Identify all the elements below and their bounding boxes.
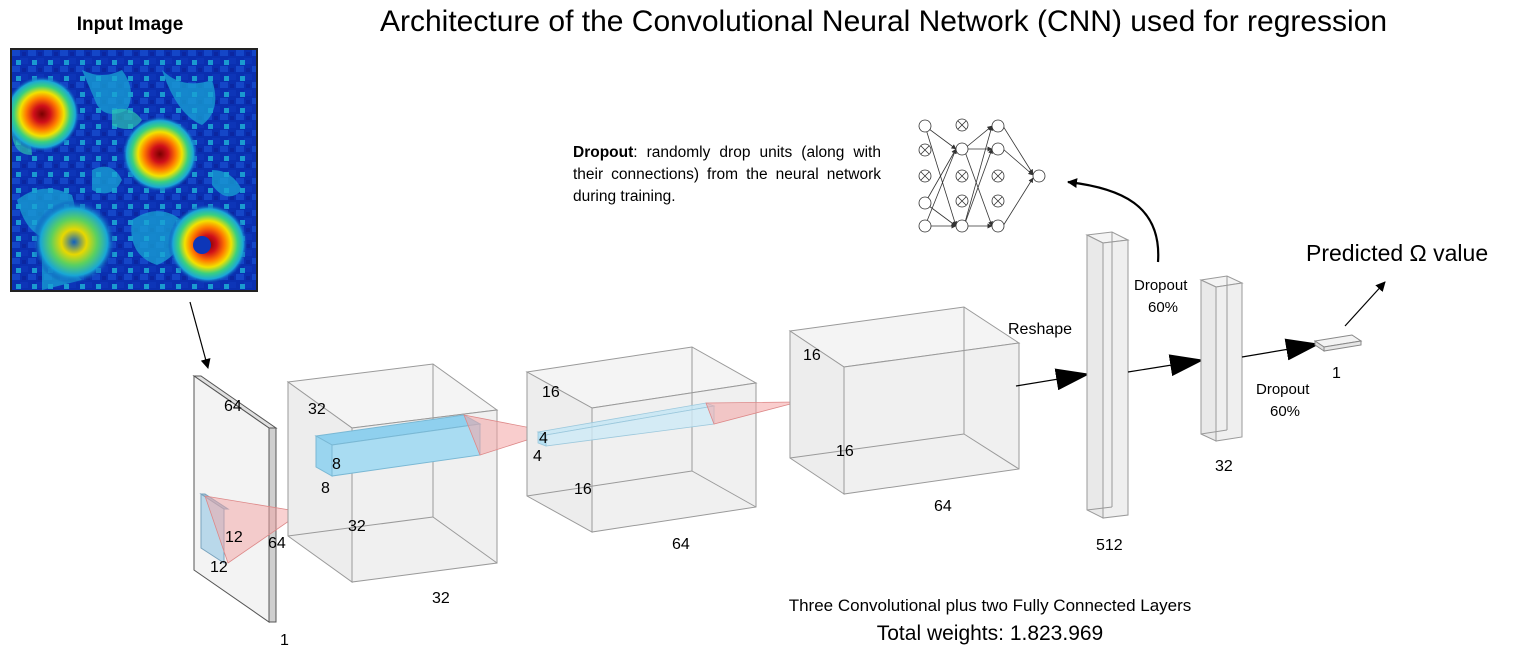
receptive-field-3 <box>705 401 799 425</box>
conv2-depth-label: 64 <box>672 536 690 553</box>
architecture-summary: Three Convolutional plus two Fully Conne… <box>788 596 1192 615</box>
fc2-units-label: 32 <box>1215 458 1233 475</box>
heatmap-svg <box>12 50 256 290</box>
input-kernel-w-label: 12 <box>210 559 228 576</box>
conv2-width-label: 16 <box>574 481 592 498</box>
fc512-column <box>1085 231 1130 519</box>
conv1-patch-h-label: 8 <box>332 456 341 473</box>
predicted-value-label: Predicted Ω value <box>1306 240 1489 266</box>
conv3-volume <box>788 306 1021 495</box>
receptive-field-2 <box>463 414 553 456</box>
input-depth-label: 1 <box>280 632 289 649</box>
dropout-network-icon <box>918 118 1046 233</box>
dropout-description: Dropout: randomly drop units (along with… <box>573 142 881 208</box>
conv1-depth-label: 32 <box>432 590 450 607</box>
output-units-label: 1 <box>1332 365 1341 382</box>
input-to-layer-arrow <box>189 301 211 369</box>
fc1-dropout-rate: 60% <box>1148 299 1179 316</box>
conv1-patch-w-label: 8 <box>321 480 330 497</box>
input-width-label: 64 <box>268 535 286 552</box>
dropped-unit-icons <box>918 118 1005 208</box>
dropout-definition: : randomly drop units (along with their … <box>573 144 881 205</box>
conv1-width-label: 32 <box>348 518 366 535</box>
conv3-depth-label: 64 <box>934 498 952 515</box>
fc32-to-output-arrow <box>1241 338 1320 361</box>
conv2-patch-w-label: 4 <box>533 448 542 465</box>
reshape-label: Reshape <box>1008 321 1073 338</box>
input-height-label: 64 <box>224 398 242 415</box>
fc2-dropout-rate: 60% <box>1270 403 1301 420</box>
curved-arrow-icon <box>1067 178 1160 263</box>
conv1-height-label: 32 <box>308 401 326 418</box>
conv1-feature-patch <box>314 414 482 477</box>
receptive-field-1 <box>204 495 304 564</box>
dropout-term: Dropout <box>573 144 634 161</box>
reshape-arrow <box>1015 368 1090 391</box>
total-weights: Total weights: 1.823.969 <box>876 622 1104 645</box>
input-image-label: Input Image <box>76 14 184 35</box>
fc1-dropout-label: Dropout <box>1134 277 1188 294</box>
fc32-column <box>1199 275 1244 442</box>
input-image-heatmap <box>10 48 258 292</box>
conv3-height-label: 16 <box>803 347 821 364</box>
output-node <box>1313 334 1363 352</box>
input-kernel-h-label: 12 <box>225 529 243 546</box>
conv1-volume <box>286 363 499 583</box>
fc512-to-fc32-arrow <box>1127 354 1204 377</box>
conv2-height-label: 16 <box>542 384 560 401</box>
conv3-width-label: 16 <box>836 443 854 460</box>
fc1-units-label: 512 <box>1096 537 1123 554</box>
fc2-dropout-label: Dropout <box>1256 381 1310 398</box>
conv2-patch-h-label: 4 <box>539 430 548 447</box>
output-to-prediction-arrow <box>1344 281 1386 327</box>
